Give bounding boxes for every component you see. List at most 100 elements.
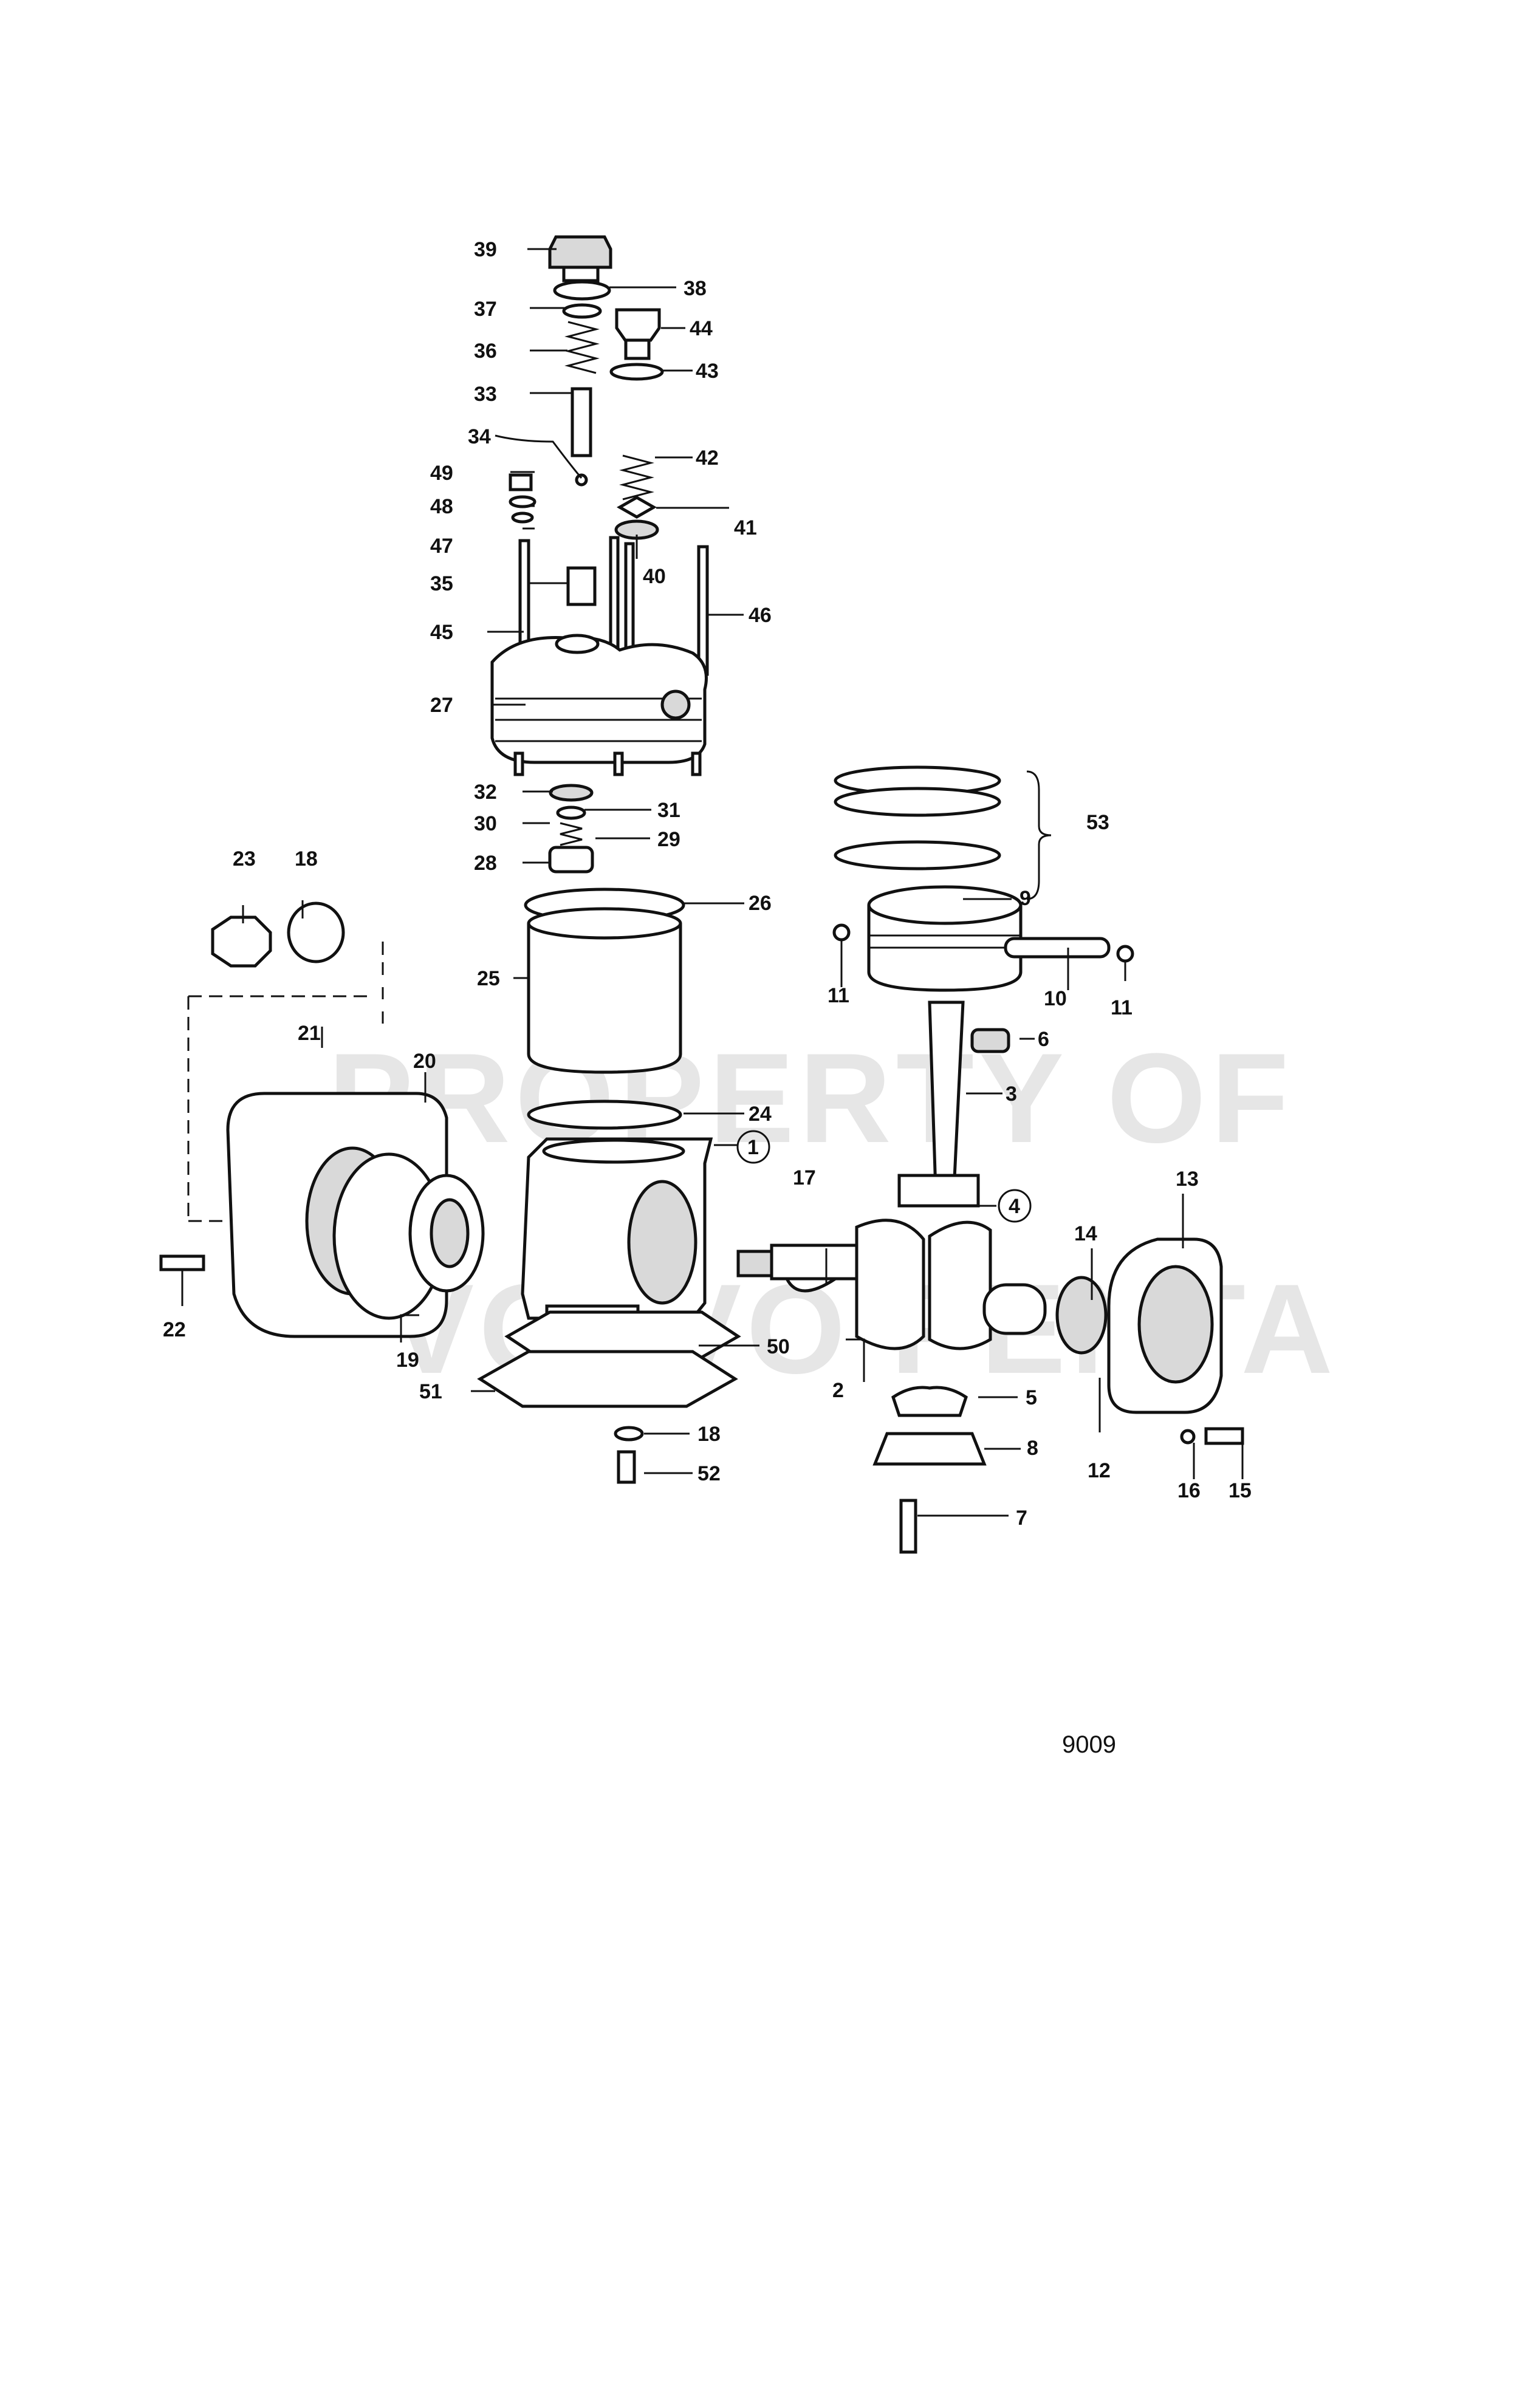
callout-17: 17 (793, 1166, 816, 1189)
callout-20: 20 (413, 1050, 436, 1073)
callout-34: 34 (468, 425, 491, 448)
lower-valve-parts (548, 784, 594, 874)
nut-49 (509, 473, 533, 491)
bolt-52 (617, 1450, 636, 1484)
callout-29: 29 (657, 828, 680, 851)
callout-51: 51 (419, 1380, 442, 1403)
callout-circle-4 (998, 1189, 1032, 1223)
bolt-7 (899, 1499, 917, 1554)
callout-42: 42 (696, 446, 719, 470)
rear-cover-group (1055, 1237, 1244, 1445)
callout-32: 32 (474, 781, 497, 804)
callout-30: 30 (474, 812, 497, 835)
callout-36: 36 (474, 340, 497, 363)
callout-41: 41 (734, 516, 757, 539)
callout-38: 38 (684, 277, 707, 300)
callout-9: 9 (1020, 887, 1031, 910)
gasket-51 (477, 1350, 738, 1408)
callout-labels: 39 38 37 44 36 43 33 34 42 49 48 47 41 4… (163, 238, 1252, 1530)
washer-16 (1180, 1429, 1196, 1445)
callout-15: 15 (1229, 1479, 1252, 1502)
callout-48: 48 (430, 495, 453, 518)
callout-46: 46 (749, 604, 772, 627)
gasket-24 (527, 1100, 682, 1130)
callout-49: 49 (430, 462, 453, 485)
callout-35: 35 (430, 572, 453, 595)
callout-8: 8 (1027, 1437, 1038, 1460)
washer-43 (609, 363, 664, 381)
cylinder-head-group (490, 536, 709, 776)
stud-46 (697, 545, 709, 676)
callout-53: 53 (1086, 811, 1109, 834)
callout-19: 19 (396, 1349, 419, 1372)
callout-1: 1 (747, 1136, 759, 1159)
circlip-11b (1116, 945, 1134, 963)
spring-36 (564, 321, 600, 374)
callout-10: 10 (1044, 987, 1067, 1010)
callout-43: 43 (696, 360, 719, 383)
valve-pin-33 (571, 387, 592, 457)
cylinder-liner-group (524, 888, 685, 1130)
bearing-18a (287, 901, 345, 963)
callout-27: 27 (430, 694, 453, 717)
callout-3: 3 (1006, 1083, 1017, 1106)
spring-42 (619, 454, 654, 501)
callout-31: 31 (657, 799, 680, 822)
main-bearing-cap-group (872, 1386, 987, 1554)
washer-32 (549, 784, 594, 802)
bolt-15 (1204, 1427, 1244, 1445)
washer-38 (553, 280, 611, 301)
callout-40: 40 (643, 565, 666, 588)
callout-37: 37 (474, 298, 497, 321)
spring-29 (560, 822, 583, 846)
seal-14 (1055, 1276, 1108, 1355)
callout-28: 28 (474, 852, 497, 875)
piston-pin-10 (1004, 937, 1111, 959)
callout-47: 47 (430, 535, 453, 558)
watermark-line-1: PROPERTY OF (328, 1027, 1294, 1169)
bearing-cap-8 (872, 1432, 987, 1466)
callout-50: 50 (767, 1335, 790, 1358)
callout-2: 2 (832, 1379, 844, 1402)
callout-24: 24 (749, 1103, 772, 1126)
bushing-6 (970, 1028, 1010, 1053)
callout-18b: 18 (697, 1423, 721, 1446)
callout-22: 22 (163, 1318, 186, 1341)
nut-23 (211, 915, 272, 968)
callout-4: 4 (1009, 1195, 1020, 1218)
callout-45: 45 (430, 621, 453, 644)
washer-18b (614, 1426, 644, 1442)
piston-rings-53 (834, 840, 1001, 871)
callout-25: 25 (477, 967, 500, 990)
rod-cap-4 (897, 1174, 980, 1208)
callout-21: 21 (298, 1022, 321, 1045)
washer-47 (511, 511, 534, 524)
callout-11b: 11 (1111, 996, 1133, 1019)
circlip-11a (832, 923, 851, 942)
valve-44 (615, 308, 661, 342)
bearing-housing-group (159, 901, 485, 1338)
leader-lines (181, 248, 1244, 1517)
crankshaft-group (736, 1219, 1047, 1350)
valve-plate-41 (616, 496, 657, 519)
callout-44: 44 (690, 317, 713, 340)
bearing-shell-5 (891, 1386, 968, 1417)
callout-16: 16 (1177, 1479, 1201, 1502)
callout-14: 14 (1074, 1222, 1097, 1245)
dashed-reference-line (187, 942, 384, 1222)
plate-31 (556, 806, 586, 820)
valve-assembly (509, 235, 664, 606)
liner-25 (527, 923, 682, 1074)
callout-23: 23 (233, 847, 256, 871)
callout-13: 13 (1176, 1168, 1199, 1191)
crankcase-group (477, 1137, 741, 1484)
callout-11a: 11 (828, 984, 849, 1007)
piston-group (784, 765, 1134, 1293)
seat-28 (548, 846, 594, 874)
ring-34 (575, 473, 588, 487)
bracket-53 (1026, 770, 1052, 900)
plug-39 (548, 235, 612, 269)
callout-26: 26 (749, 892, 772, 915)
